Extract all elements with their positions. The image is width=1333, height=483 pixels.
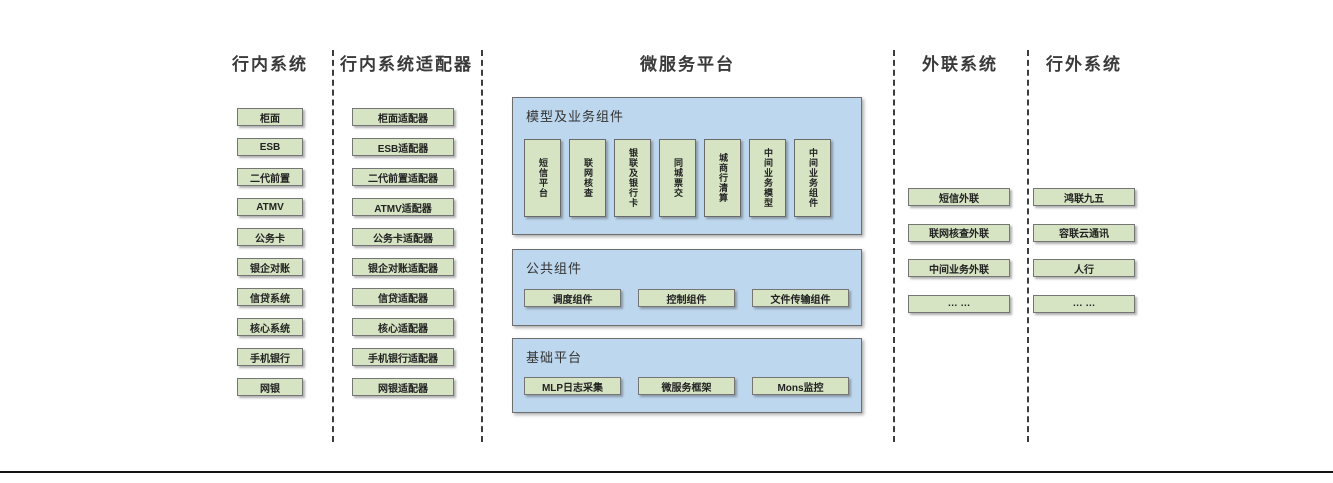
node-inhouse: 柜面	[237, 108, 303, 126]
column-divider	[893, 50, 895, 442]
node-adapter: 柜面适配器	[352, 108, 454, 126]
node-inhouse: 手机银行	[237, 348, 303, 366]
node-external: 鸿联九五	[1033, 188, 1135, 206]
node-adapter: 信贷适配器	[352, 288, 454, 306]
column-divider	[1027, 50, 1029, 442]
node-outreach: 联网核查外联	[908, 223, 1010, 242]
node-inhouse: 二代前置	[237, 168, 303, 186]
node-inhouse: ATMV	[237, 198, 303, 216]
node-external: 人行	[1033, 259, 1135, 277]
panel-base: 基础平台 MLP日志采集 微服务框架 Mons监控	[512, 338, 862, 413]
node-model: 中间业务模型	[749, 139, 786, 217]
node-adapter: 公务卡适配器	[352, 228, 454, 246]
base-list: MLP日志采集 微服务框架 Mons监控	[524, 377, 849, 395]
node-adapter: 二代前置适配器	[352, 168, 454, 186]
inhouse-list: 柜面 ESB 二代前置 ATMV 公务卡 银企对账 信贷系统 核心系统 手机银行…	[237, 108, 303, 396]
node-common: 控制组件	[638, 289, 735, 307]
node-outreach: 中间业务外联	[908, 259, 1010, 277]
panel-common: 公共组件 调度组件 控制组件 文件传输组件	[512, 249, 862, 326]
node-external: 容联云通讯	[1033, 223, 1135, 242]
column-title-outreach: 外联系统	[922, 55, 998, 74]
node-model: 同城票交	[659, 139, 696, 217]
column-divider	[481, 50, 483, 442]
adapters-list: 柜面适配器 ESB适配器 二代前置适配器 ATMV适配器 公务卡适配器 银企对账…	[352, 108, 454, 396]
external-list: 鸿联九五 容联云通讯 人行 … …	[1033, 188, 1135, 313]
node-common: 文件传输组件	[752, 289, 849, 307]
node-outreach: 短信外联	[908, 188, 1010, 206]
node-inhouse: 信贷系统	[237, 288, 303, 306]
panel-title-common: 公共组件	[526, 261, 583, 276]
column-divider	[332, 50, 334, 442]
node-adapter: 银企对账适配器	[352, 258, 454, 276]
node-model: 银联及银行卡	[614, 139, 651, 217]
panel-title-base: 基础平台	[526, 350, 583, 365]
node-adapter: ESB适配器	[352, 138, 454, 156]
node-model: 中间业务组件	[794, 139, 831, 217]
node-adapter: ATMV适配器	[352, 198, 454, 216]
panel-title-model-business: 模型及业务组件	[526, 109, 625, 124]
column-title-inhouse: 行内系统	[232, 55, 308, 74]
node-model: 短信平台	[524, 139, 561, 217]
node-base: 微服务框架	[638, 377, 735, 395]
node-common: 调度组件	[524, 289, 621, 307]
outreach-list: 短信外联 联网核查外联 中间业务外联 … …	[908, 188, 1010, 313]
node-model: 城商行清算	[704, 139, 741, 217]
column-title-external: 行外系统	[1046, 55, 1122, 74]
panel-model-business: 模型及业务组件 短信平台 联网核查 银联及银行卡 同城票交 城商行清算 中间业务…	[512, 97, 862, 235]
column-title-platform: 微服务平台	[640, 55, 735, 74]
node-base: MLP日志采集	[524, 377, 621, 395]
column-title-adapters: 行内系统适配器	[340, 55, 473, 74]
node-adapter: 核心适配器	[352, 318, 454, 336]
node-adapter: 网银适配器	[352, 378, 454, 396]
node-outreach: … …	[908, 294, 1010, 313]
model-business-list: 短信平台 联网核查 银联及银行卡 同城票交 城商行清算 中间业务模型 中间业务组…	[524, 139, 831, 217]
node-inhouse: 银企对账	[237, 258, 303, 276]
node-inhouse: 核心系统	[237, 318, 303, 336]
node-adapter: 手机银行适配器	[352, 348, 454, 366]
node-inhouse: 公务卡	[237, 228, 303, 246]
common-list: 调度组件 控制组件 文件传输组件	[524, 289, 849, 307]
node-inhouse: 网银	[237, 378, 303, 396]
node-inhouse: ESB	[237, 138, 303, 156]
node-base: Mons监控	[752, 377, 849, 395]
bottom-rule	[0, 471, 1333, 473]
node-model: 联网核查	[569, 139, 606, 217]
node-external: … …	[1033, 294, 1135, 313]
